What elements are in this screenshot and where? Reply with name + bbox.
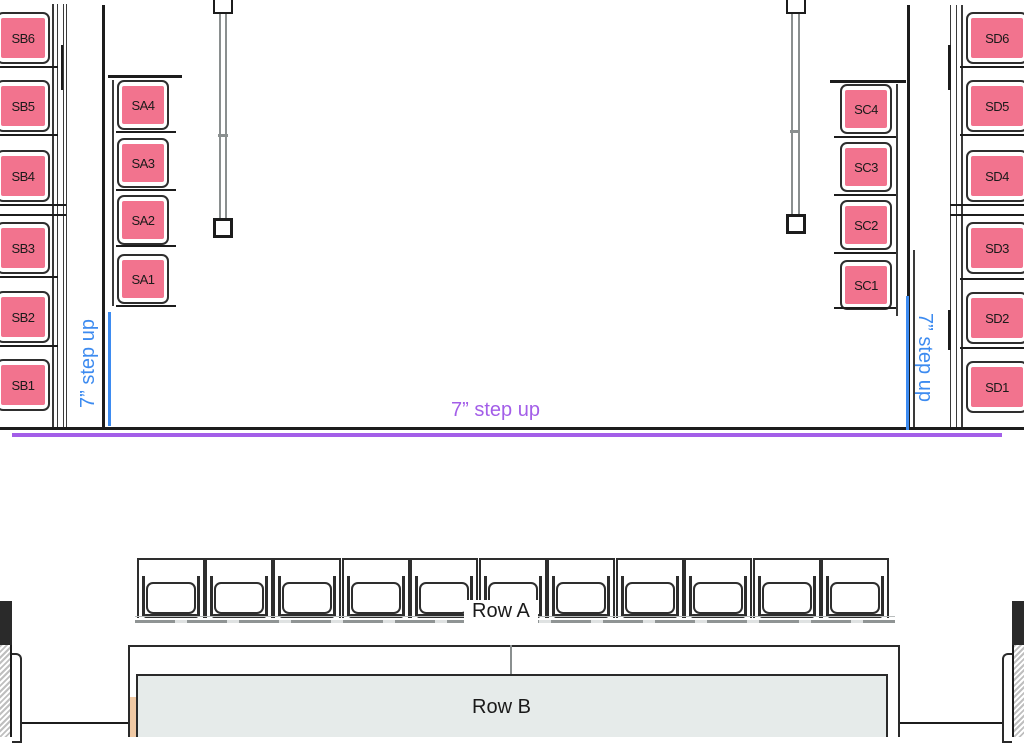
riser-accent-left xyxy=(130,697,136,737)
platform-center-line xyxy=(510,645,512,675)
row-a-seat[interactable] xyxy=(273,558,341,618)
seat-sc3[interactable]: SC3 xyxy=(840,142,892,192)
row-a-seat[interactable] xyxy=(821,558,889,618)
seat-sa4[interactable]: SA4 xyxy=(117,80,169,130)
left-frame-line xyxy=(66,4,67,429)
sd-separator xyxy=(960,278,1024,280)
seat-sa1[interactable]: SA1 xyxy=(117,254,169,304)
right-stage-wall xyxy=(907,5,910,429)
sa-separator xyxy=(116,131,176,133)
sb-separator xyxy=(0,66,58,68)
left-wall-hatch xyxy=(0,645,12,737)
seat-sb6[interactable]: SB6 xyxy=(0,12,50,64)
row-a-seat[interactable] xyxy=(616,558,684,618)
front-step-line xyxy=(12,433,1002,437)
right-step-label: 7” step up xyxy=(913,313,936,402)
right-frame-line xyxy=(956,5,957,430)
sd-separator xyxy=(960,347,1024,349)
row-a-seat[interactable] xyxy=(547,558,615,618)
left-wall-column xyxy=(0,601,12,646)
left-frame-line xyxy=(52,4,54,429)
stage-elevation: Row B xyxy=(0,445,1024,743)
right-frame-line xyxy=(950,5,951,430)
sd-separator xyxy=(950,214,1024,216)
right-wall-hatch xyxy=(1012,645,1024,737)
left-frame-line xyxy=(61,45,64,90)
seat-sd6[interactable]: SD6 xyxy=(966,12,1024,64)
right-frame-line xyxy=(961,5,963,430)
sb-separator xyxy=(0,134,58,136)
sc-separator xyxy=(834,194,896,196)
seat-sc4[interactable]: SC4 xyxy=(840,84,892,134)
floor-line-left xyxy=(20,722,130,724)
seat-sb2[interactable]: SB2 xyxy=(0,291,50,343)
seat-sb5[interactable]: SB5 xyxy=(0,80,50,132)
seat-sa2[interactable]: SA2 xyxy=(117,195,169,245)
sc-separator xyxy=(834,252,896,254)
seat-sc2[interactable]: SC2 xyxy=(840,200,892,250)
sd-separator xyxy=(960,134,1024,136)
stage-plan: 7” step up 7” step up 7” step up SB6 SB5… xyxy=(0,0,1024,437)
sd-separator xyxy=(950,204,1024,206)
sa-separator xyxy=(116,305,176,307)
row-a-seat[interactable] xyxy=(684,558,752,618)
sa-side-rail xyxy=(112,80,114,306)
seat-sd4[interactable]: SD4 xyxy=(966,150,1024,202)
sc-side-rail xyxy=(896,84,898,316)
stage-front-edge xyxy=(0,427,1024,430)
row-a-seat[interactable] xyxy=(205,558,273,618)
seat-sa3[interactable]: SA3 xyxy=(117,138,169,188)
seat-sd2[interactable]: SD2 xyxy=(966,292,1024,344)
left-step-line xyxy=(108,312,111,426)
sd-separator xyxy=(960,66,1024,68)
right-stage-line xyxy=(913,250,915,428)
seat-sb4[interactable]: SB4 xyxy=(0,150,50,202)
right-pipe xyxy=(786,0,808,240)
left-step-label: 7” step up xyxy=(76,319,99,408)
floor-line-right xyxy=(892,722,1004,724)
front-step-label: 7” step up xyxy=(451,399,540,421)
seat-sd5[interactable]: SD5 xyxy=(966,80,1024,132)
seat-sc1[interactable]: SC1 xyxy=(840,260,892,310)
sb-separator xyxy=(0,204,66,206)
sb-separator xyxy=(0,214,66,216)
left-frame-line xyxy=(63,4,64,429)
row-b-platform xyxy=(136,674,888,737)
sa-separator xyxy=(116,189,176,191)
row-a-seat[interactable] xyxy=(410,558,478,618)
seat-sd1[interactable]: SD1 xyxy=(966,361,1024,413)
row-a-seat[interactable] xyxy=(342,558,410,618)
left-frame-line xyxy=(57,4,58,429)
seat-sd3[interactable]: SD3 xyxy=(966,222,1024,274)
seat-sb3[interactable]: SB3 xyxy=(0,222,50,274)
row-a-seat[interactable] xyxy=(753,558,821,618)
sa-separator xyxy=(116,245,176,247)
left-pipe xyxy=(213,0,235,240)
sc-top-bar xyxy=(830,80,906,83)
row-a-seat[interactable] xyxy=(137,558,205,618)
sc-separator xyxy=(834,136,896,138)
sc-separator xyxy=(834,307,896,309)
sb-separator xyxy=(0,345,58,347)
right-frame-line xyxy=(948,310,951,350)
right-handrail xyxy=(1002,653,1012,743)
row-b-label: Row B xyxy=(472,696,531,718)
sb-separator xyxy=(0,276,58,278)
right-wall-column xyxy=(1012,601,1024,646)
left-stage-wall xyxy=(102,5,105,429)
sa-top-bar xyxy=(108,75,182,78)
right-frame-line xyxy=(948,45,951,90)
seat-sb1[interactable]: SB1 xyxy=(0,359,50,411)
right-step-line xyxy=(906,296,909,430)
left-handrail xyxy=(12,653,22,743)
row-a-label: Row A xyxy=(464,600,538,623)
